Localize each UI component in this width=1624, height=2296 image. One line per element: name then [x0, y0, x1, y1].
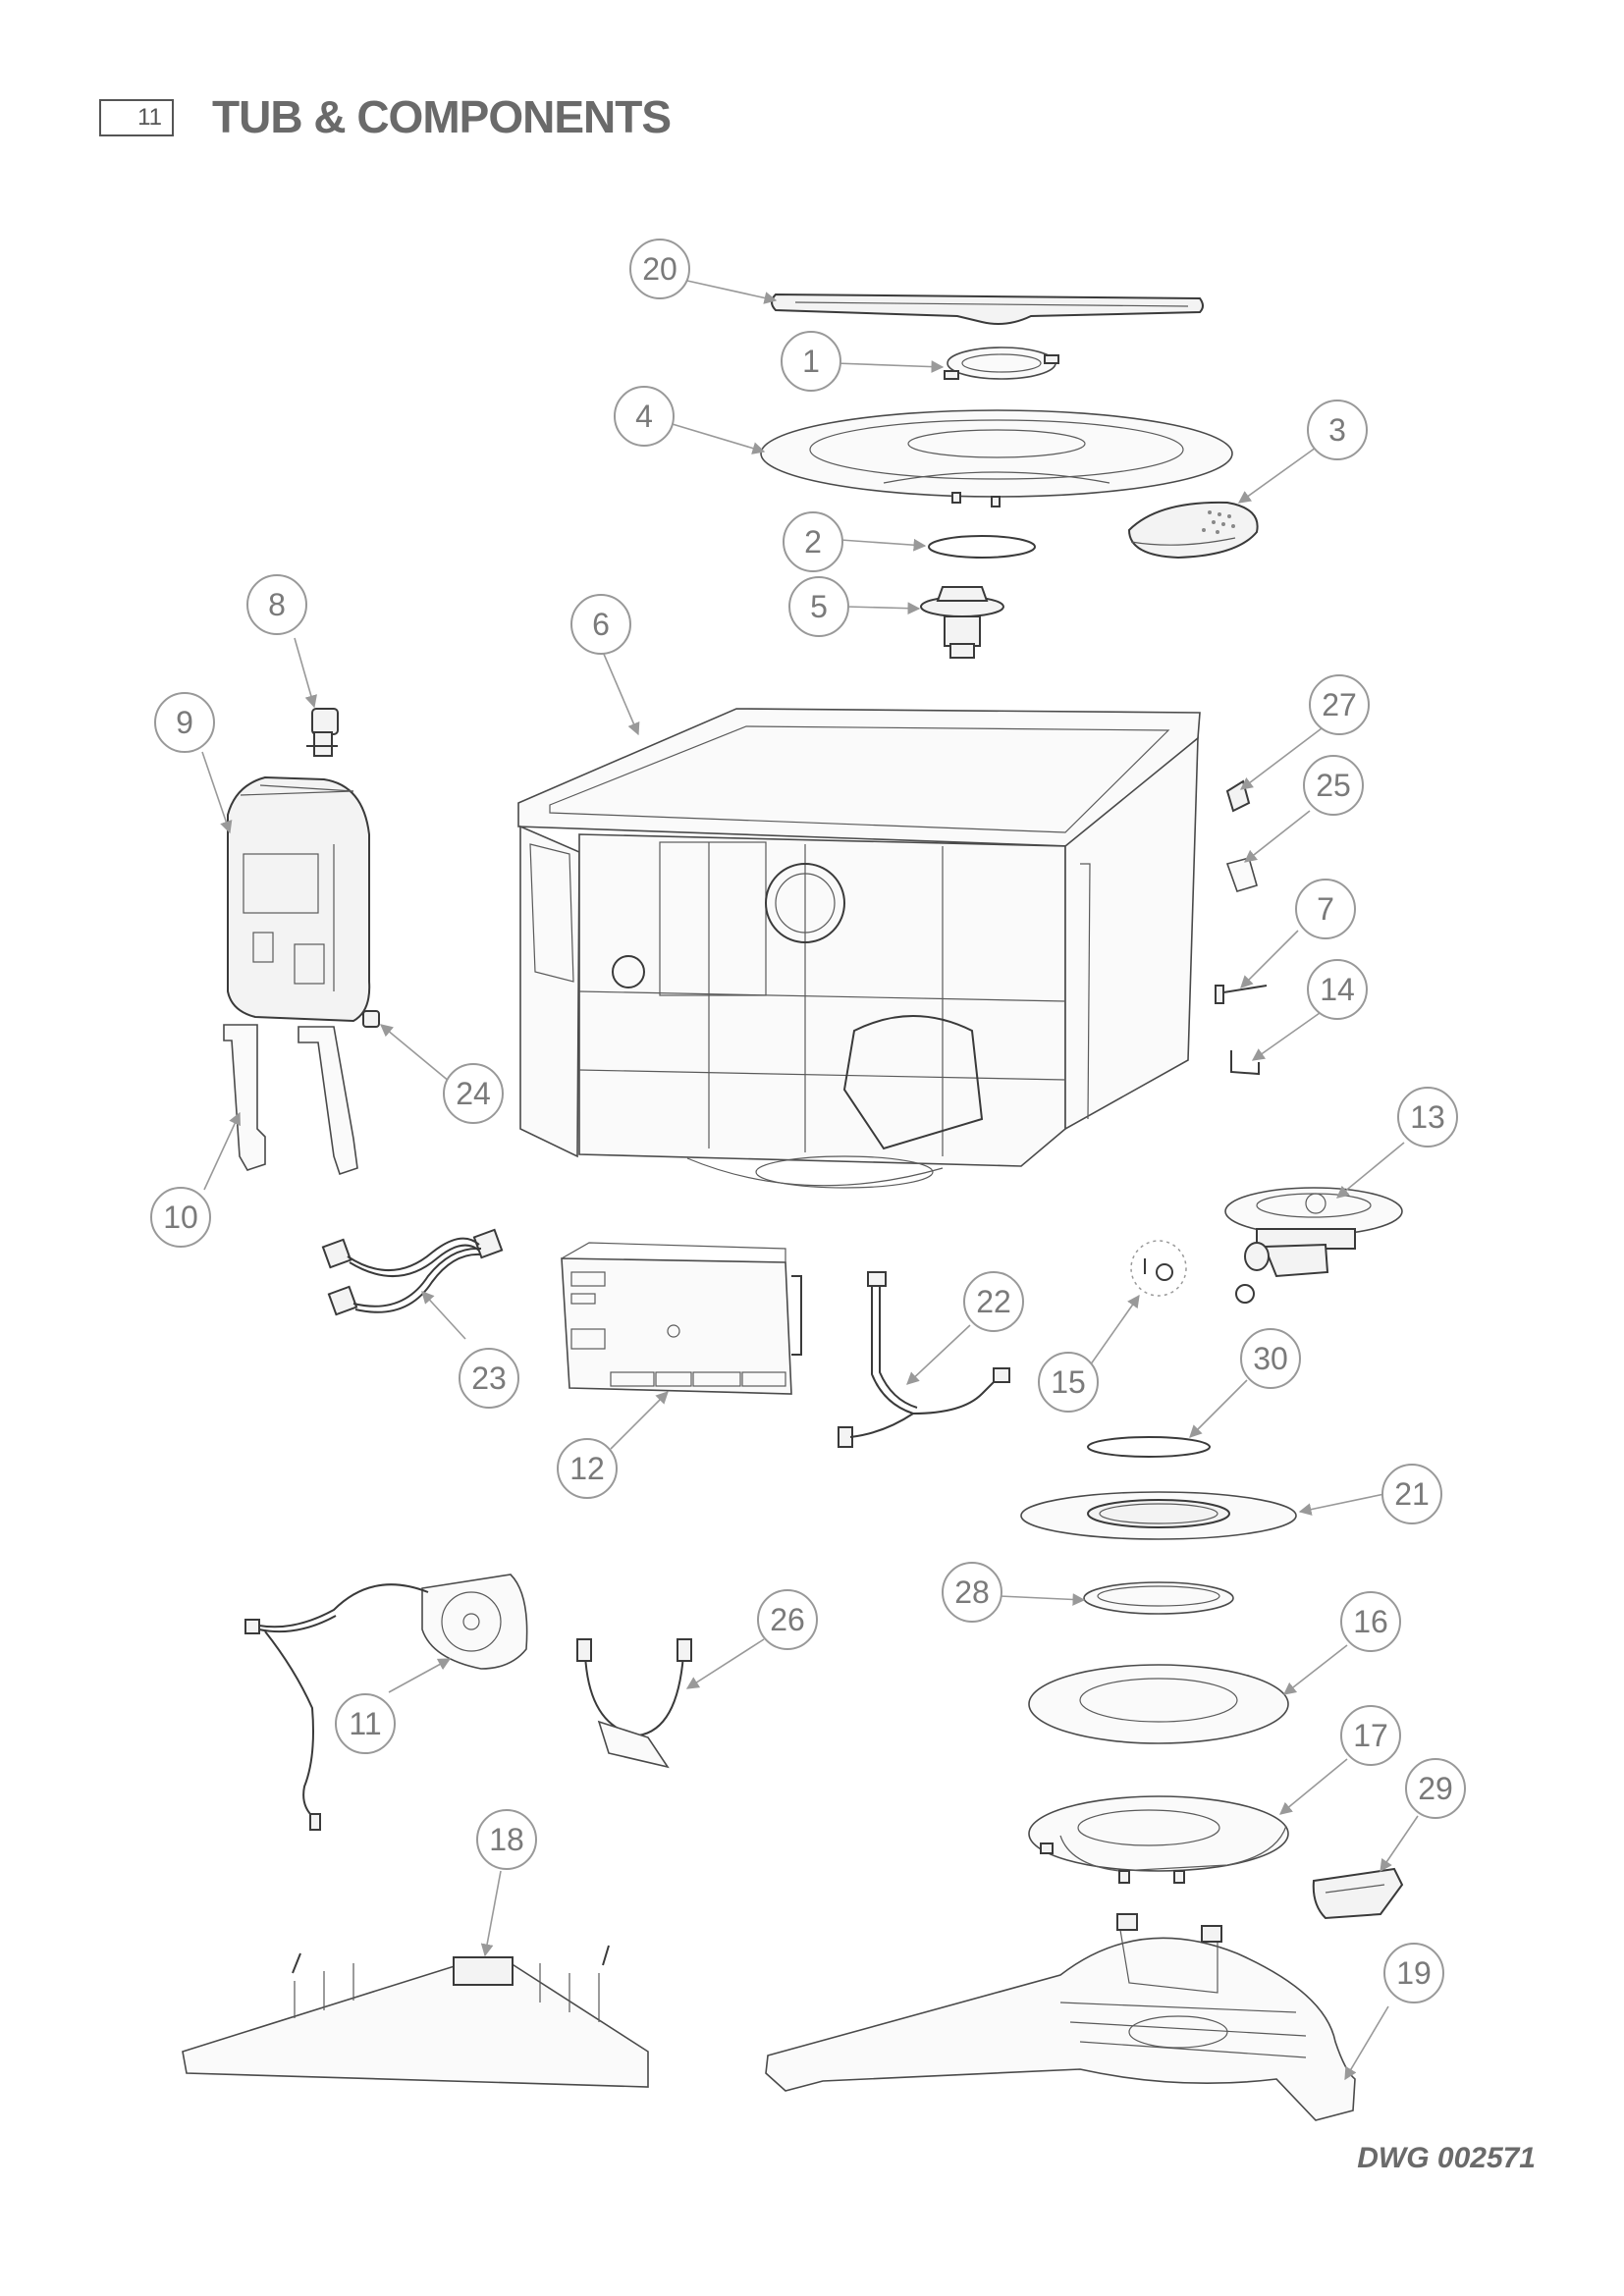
- svg-text:17: 17: [1353, 1718, 1388, 1753]
- part-12-controller: [561, 1242, 802, 1395]
- callout-16: 16: [1340, 1591, 1401, 1652]
- svg-text:21: 21: [1394, 1476, 1430, 1512]
- callout-20: 20: [629, 239, 690, 299]
- svg-text:9: 9: [176, 705, 193, 740]
- svg-text:4: 4: [635, 399, 653, 434]
- callout-21: 21: [1381, 1464, 1442, 1524]
- part-29-clip: [1312, 1867, 1404, 1920]
- callout-12: 12: [557, 1438, 618, 1499]
- svg-text:3: 3: [1328, 412, 1346, 448]
- part-6-tub: [517, 708, 1201, 1189]
- part-20-spray-arm: [771, 293, 1204, 325]
- part-1-ring: [944, 347, 1059, 380]
- part-17-sump-frame: [1028, 1795, 1289, 1884]
- part-19-base-tray: [765, 1913, 1356, 2121]
- svg-text:29: 29: [1418, 1771, 1453, 1806]
- svg-text:1: 1: [802, 344, 820, 379]
- part-14-bracket: [1230, 1050, 1260, 1076]
- callout-29: 29: [1405, 1758, 1466, 1819]
- svg-text:11: 11: [349, 1706, 381, 1741]
- svg-text:12: 12: [569, 1451, 605, 1486]
- callout-8: 8: [246, 574, 307, 635]
- callout-13: 13: [1397, 1087, 1458, 1148]
- part-10-brackets: [223, 1024, 358, 1176]
- part-25-pad: [1225, 857, 1258, 892]
- callout-15: 15: [1038, 1352, 1099, 1413]
- svg-text:14: 14: [1320, 972, 1355, 1007]
- callout-3: 3: [1307, 400, 1368, 460]
- callout-24: 24: [443, 1063, 504, 1124]
- callout-18: 18: [476, 1809, 537, 1870]
- part-30-gasket: [1087, 1436, 1211, 1458]
- callout-30: 30: [1240, 1328, 1301, 1389]
- part-28-ring: [1083, 1581, 1234, 1615]
- callout-22: 22: [963, 1271, 1024, 1332]
- part-9-control-module: [227, 775, 371, 1023]
- svg-text:5: 5: [810, 589, 828, 624]
- callout-5: 5: [788, 576, 849, 637]
- svg-text:15: 15: [1051, 1364, 1086, 1400]
- page-number-box: 11: [99, 99, 174, 136]
- part-4-filter-plate: [760, 409, 1233, 507]
- svg-text:7: 7: [1317, 891, 1334, 927]
- part-23-wiring-harness: [321, 1228, 504, 1316]
- part-18-front-base: [182, 1945, 649, 2088]
- page-title: TUB & COMPONENTS: [212, 91, 672, 142]
- svg-text:19: 19: [1396, 1955, 1432, 1991]
- part-26-clamp: [576, 1638, 692, 1769]
- callout-27: 27: [1309, 674, 1370, 735]
- svg-text:26: 26: [770, 1602, 805, 1637]
- callout-19: 19: [1383, 1943, 1444, 2003]
- svg-text:30: 30: [1253, 1341, 1288, 1376]
- callout-2: 2: [783, 511, 843, 572]
- callout-7: 7: [1295, 879, 1356, 939]
- part-2-o-ring: [928, 535, 1036, 559]
- part-11-motor: [244, 1574, 528, 1831]
- svg-text:24: 24: [456, 1076, 491, 1111]
- part-7-pin: [1215, 985, 1268, 1004]
- part-22-wires: [838, 1271, 1010, 1448]
- svg-text:27: 27: [1322, 687, 1357, 722]
- svg-text:23: 23: [471, 1361, 507, 1396]
- svg-text:6: 6: [592, 607, 610, 642]
- part-24-connector: [362, 1010, 380, 1028]
- svg-text:16: 16: [1353, 1604, 1388, 1639]
- callout-25: 25: [1303, 755, 1364, 816]
- callout-10: 10: [150, 1187, 211, 1248]
- callout-28: 28: [942, 1562, 1002, 1623]
- part-8-plug: [306, 708, 339, 757]
- part-21-sump-seal: [1020, 1491, 1297, 1540]
- callout-11: 11: [335, 1693, 396, 1754]
- svg-text:28: 28: [954, 1575, 990, 1610]
- leader-lines: [201, 280, 1419, 2081]
- svg-text:13: 13: [1410, 1099, 1445, 1135]
- part-5-pump-hub: [920, 586, 1004, 659]
- part-15-seal: [1130, 1240, 1187, 1297]
- svg-text:10: 10: [163, 1200, 198, 1235]
- part-13-pump-heater: [1224, 1187, 1403, 1304]
- part-16-cover: [1028, 1664, 1289, 1744]
- svg-text:2: 2: [804, 524, 822, 560]
- callout-6: 6: [570, 594, 631, 655]
- callout-26: 26: [757, 1589, 818, 1650]
- callout-4: 4: [614, 386, 675, 447]
- svg-text:20: 20: [642, 251, 677, 287]
- callout-17: 17: [1340, 1705, 1401, 1766]
- svg-text:22: 22: [976, 1284, 1011, 1319]
- svg-text:18: 18: [489, 1822, 524, 1857]
- svg-text:8: 8: [268, 587, 286, 622]
- svg-text:25: 25: [1316, 768, 1351, 803]
- callout-23: 23: [459, 1348, 519, 1409]
- callout-9: 9: [154, 692, 215, 753]
- callout-1: 1: [781, 331, 841, 392]
- drawing-number: DWG 002571: [1357, 2142, 1536, 2174]
- callout-14: 14: [1307, 959, 1368, 1020]
- part-3-coarse-filter: [1127, 501, 1259, 560]
